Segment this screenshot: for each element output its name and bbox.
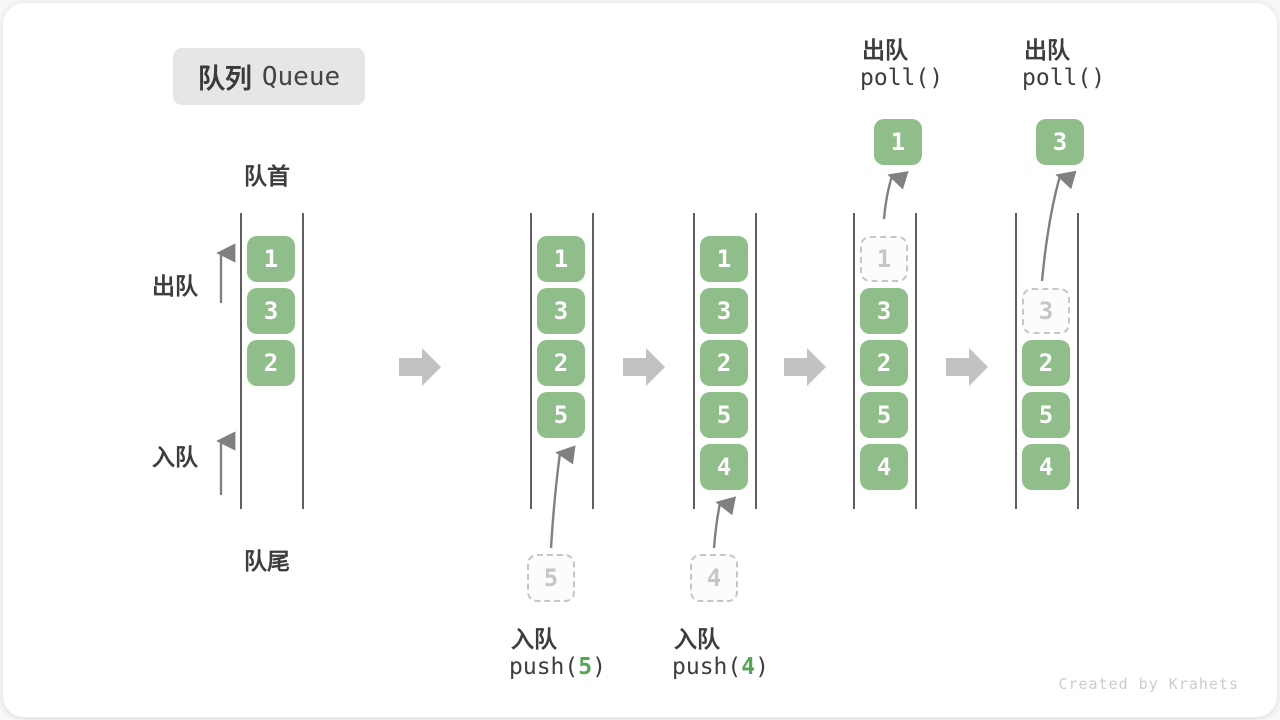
queue-rear-label: 队尾 xyxy=(244,548,290,574)
queue-item-removed: 3 xyxy=(1022,288,1070,334)
queue-item: 3 xyxy=(860,288,908,334)
op-label: 出队 xyxy=(862,37,908,63)
queue-item: 3 xyxy=(700,288,748,334)
poll1-arrow xyxy=(882,171,909,220)
queue-wall xyxy=(240,213,242,509)
op-code: push(4) xyxy=(672,654,769,680)
queue-item: 1 xyxy=(537,236,585,282)
queue-item: 5 xyxy=(700,392,748,438)
queue-item: 2 xyxy=(247,340,295,386)
queue-wall xyxy=(1015,213,1017,509)
queue-wall xyxy=(693,213,695,509)
op-code: poll() xyxy=(1022,65,1106,91)
queue-item: 5 xyxy=(1022,392,1070,438)
op-label: 入队 xyxy=(511,626,557,652)
title-badge: 队列 Queue xyxy=(173,48,365,105)
queue-wall xyxy=(302,213,304,509)
step-arrow-1 xyxy=(399,348,441,386)
queue-item: 4 xyxy=(700,444,748,490)
queue-wall xyxy=(1077,213,1079,509)
op-label: 出队 xyxy=(1024,37,1070,63)
queue-item: 5 xyxy=(537,392,585,438)
enqueue-pending-item: 5 xyxy=(527,554,575,602)
push4-arrow xyxy=(712,496,737,549)
queue-front-label: 队首 xyxy=(244,163,290,189)
queue-item: 2 xyxy=(1022,340,1070,386)
title-zh: 队列 xyxy=(197,64,252,94)
op-arg: 4 xyxy=(741,654,756,680)
queue-wall xyxy=(530,213,532,509)
queue-item: 4 xyxy=(1022,444,1070,490)
watermark: Created by Krahets xyxy=(1058,675,1239,693)
queue-item: 1 xyxy=(247,236,295,282)
queue-item: 3 xyxy=(537,288,585,334)
dequeue-result-item: 1 xyxy=(874,119,922,165)
step-arrow-4 xyxy=(946,348,988,386)
op-label: 入队 xyxy=(674,626,720,652)
queue-item: 2 xyxy=(700,340,748,386)
queue-item: 4 xyxy=(860,444,908,490)
step-arrow-3 xyxy=(784,348,826,386)
queue-wall xyxy=(592,213,594,509)
dequeue-result-item: 3 xyxy=(1036,119,1084,165)
push5-arrow xyxy=(549,445,576,549)
op-arg: 5 xyxy=(578,654,593,680)
op-code: poll() xyxy=(860,65,944,91)
queue-item: 2 xyxy=(860,340,908,386)
queue-wall xyxy=(853,213,855,509)
enqueue-pending-item: 4 xyxy=(690,554,738,602)
step-arrow-2 xyxy=(623,348,665,386)
dequeue-direction-label: 出队 xyxy=(152,273,198,299)
poll3-arrow xyxy=(1040,170,1077,282)
queue-item: 1 xyxy=(700,236,748,282)
title-en: Queue xyxy=(261,61,341,92)
queue-wall xyxy=(915,213,917,509)
queue-item-removed: 1 xyxy=(860,236,908,282)
arrows-overlay xyxy=(216,170,1077,549)
queue-item: 2 xyxy=(537,340,585,386)
enqueue-direction-label: 入队 xyxy=(152,444,198,470)
op-code: push(5) xyxy=(509,654,606,680)
queue-item: 5 xyxy=(860,392,908,438)
queue-item: 3 xyxy=(247,288,295,334)
queue-wall xyxy=(755,213,757,509)
